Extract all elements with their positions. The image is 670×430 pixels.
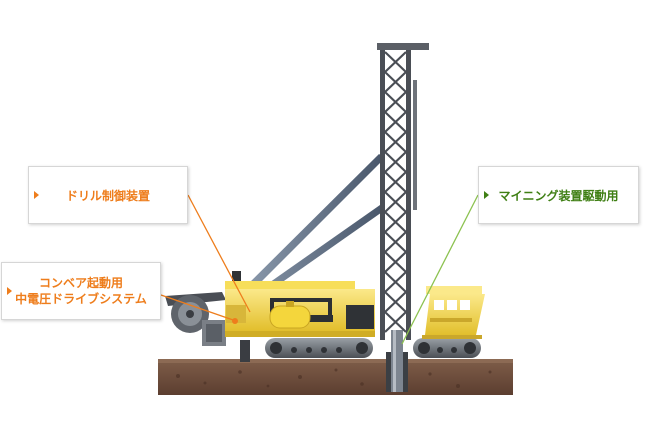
drill-pipe (386, 330, 408, 392)
mast-tower (377, 43, 429, 340)
operator-cab (422, 286, 485, 339)
callout-conveyor-line2: 中電圧ドライブシステム (15, 292, 147, 306)
ground (158, 359, 513, 395)
callout-mining-drive: マイニング装置駆動用 (478, 166, 639, 224)
callout-drill-label: ドリル制御装置 (65, 188, 150, 203)
callout-mining-label: マイニング装置駆動用 (498, 188, 619, 203)
crawler-tracks (240, 338, 481, 362)
callout-conveyor-drive: コンベア起動用 中電圧ドライブシステム (1, 262, 161, 320)
callout-drill-control: ドリル制御装置 (28, 166, 188, 224)
triangle-bullet-icon (7, 287, 12, 295)
triangle-bullet-icon (34, 191, 39, 199)
machine-body (225, 271, 375, 337)
conveyor-drum (165, 292, 226, 346)
callout-conveyor-line1: コンベア起動用 (38, 276, 123, 290)
triangle-bullet-icon (484, 191, 489, 199)
leader-lines (160, 194, 479, 345)
